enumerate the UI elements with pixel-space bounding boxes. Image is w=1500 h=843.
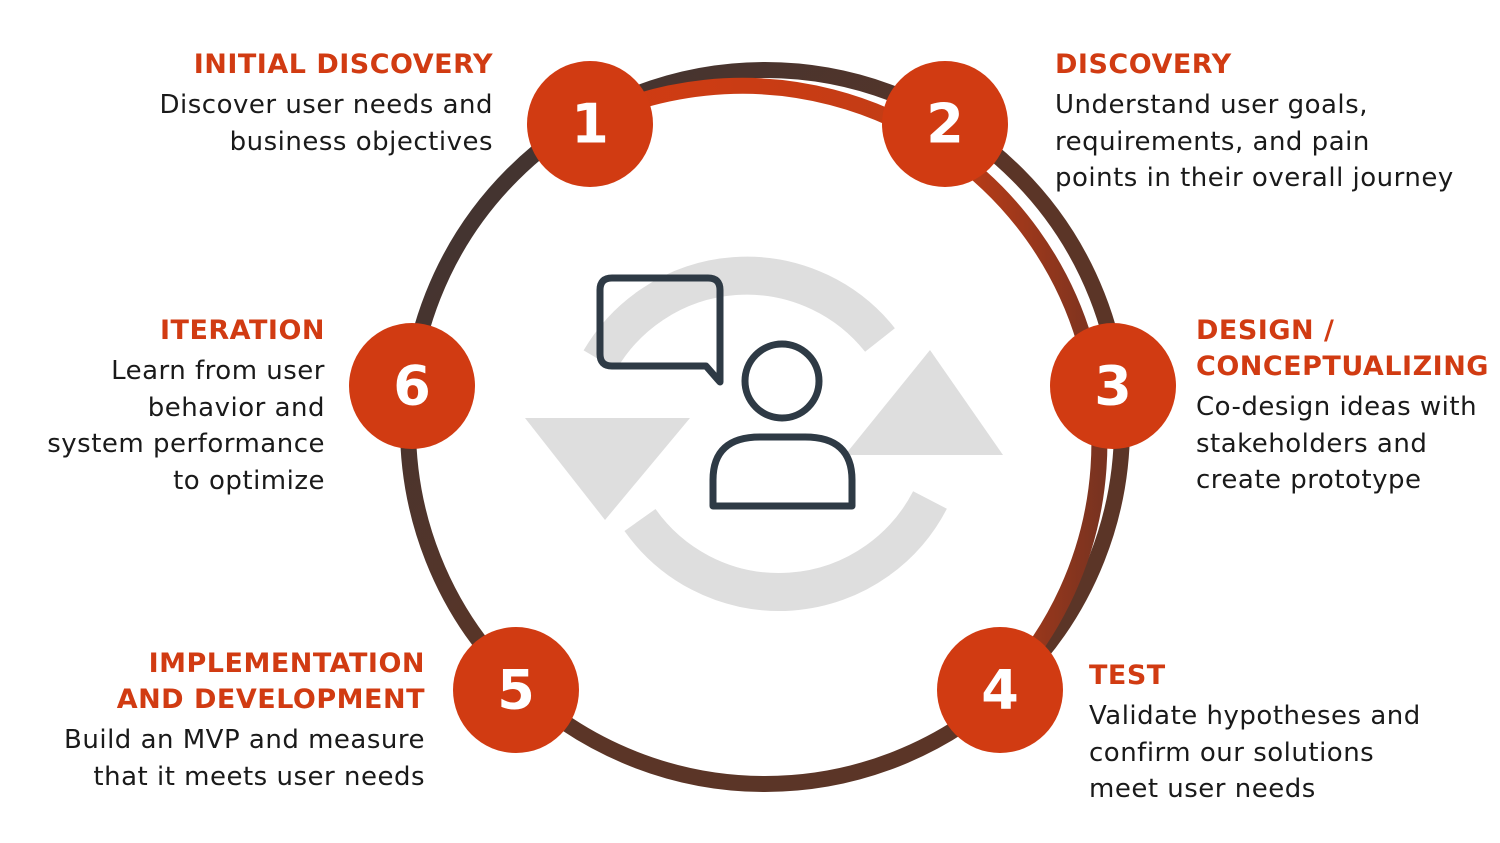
step-6-text: ITERATION Learn from user behavior and s…: [47, 313, 325, 499]
step-number-5: 5: [497, 659, 535, 722]
step-6-title: ITERATION: [159, 315, 325, 346]
step-circle-4: 4: [937, 627, 1063, 753]
step-4-title: TEST: [1089, 660, 1166, 691]
step-circles: 1 2 3 4 5 6: [349, 61, 1176, 753]
user-icon: [709, 340, 856, 510]
step-1-text: INITIAL DISCOVERY Discover user needs an…: [159, 47, 493, 160]
step-2-description: Understand user goals, requirements, and…: [1055, 90, 1454, 193]
step-number-3: 3: [1094, 355, 1132, 418]
step-1-title: INITIAL DISCOVERY: [193, 49, 493, 80]
step-3-title: DESIGN / CONCEPTUALIZING: [1196, 315, 1489, 382]
step-circle-2: 2: [882, 61, 1008, 187]
step-5-description: Build an MVP and measure that it meets u…: [64, 725, 425, 792]
step-3-description: Co-design ideas with stakeholders and cr…: [1196, 392, 1478, 495]
step-5-title: IMPLEMENTATION AND DEVELOPMENT: [116, 648, 425, 715]
cycle-arrowhead-right-icon: [845, 350, 1003, 455]
step-2-text: DISCOVERY Understand user goals, require…: [1055, 47, 1454, 197]
step-number-2: 2: [926, 93, 964, 156]
ring-accent-arc: [586, 77, 1108, 696]
step-1-description: Discover user needs and business objecti…: [159, 90, 493, 157]
step-circle-3: 3: [1050, 323, 1176, 449]
step-4-text: TEST Validate hypotheses and confirm our…: [1089, 658, 1421, 808]
step-2-title: DISCOVERY: [1055, 49, 1232, 80]
step-6-description: Learn from user behavior and system perf…: [47, 356, 325, 496]
step-number-4: 4: [981, 659, 1019, 722]
step-3-text: DESIGN / CONCEPTUALIZING Co-design ideas…: [1196, 313, 1489, 499]
cycle-arrowhead-left-icon: [525, 418, 690, 520]
step-circle-5: 5: [453, 627, 579, 753]
chat-bubble-icon: [596, 274, 724, 386]
cycle-arrows-icon: [583, 256, 947, 611]
step-number-1: 1: [571, 93, 609, 156]
step-number-6: 6: [393, 355, 431, 418]
step-circle-6: 6: [349, 323, 475, 449]
step-5-text: IMPLEMENTATION AND DEVELOPMENT Build an …: [64, 646, 425, 795]
step-4-description: Validate hypotheses and confirm our solu…: [1089, 701, 1421, 804]
step-circle-1: 1: [527, 61, 653, 187]
